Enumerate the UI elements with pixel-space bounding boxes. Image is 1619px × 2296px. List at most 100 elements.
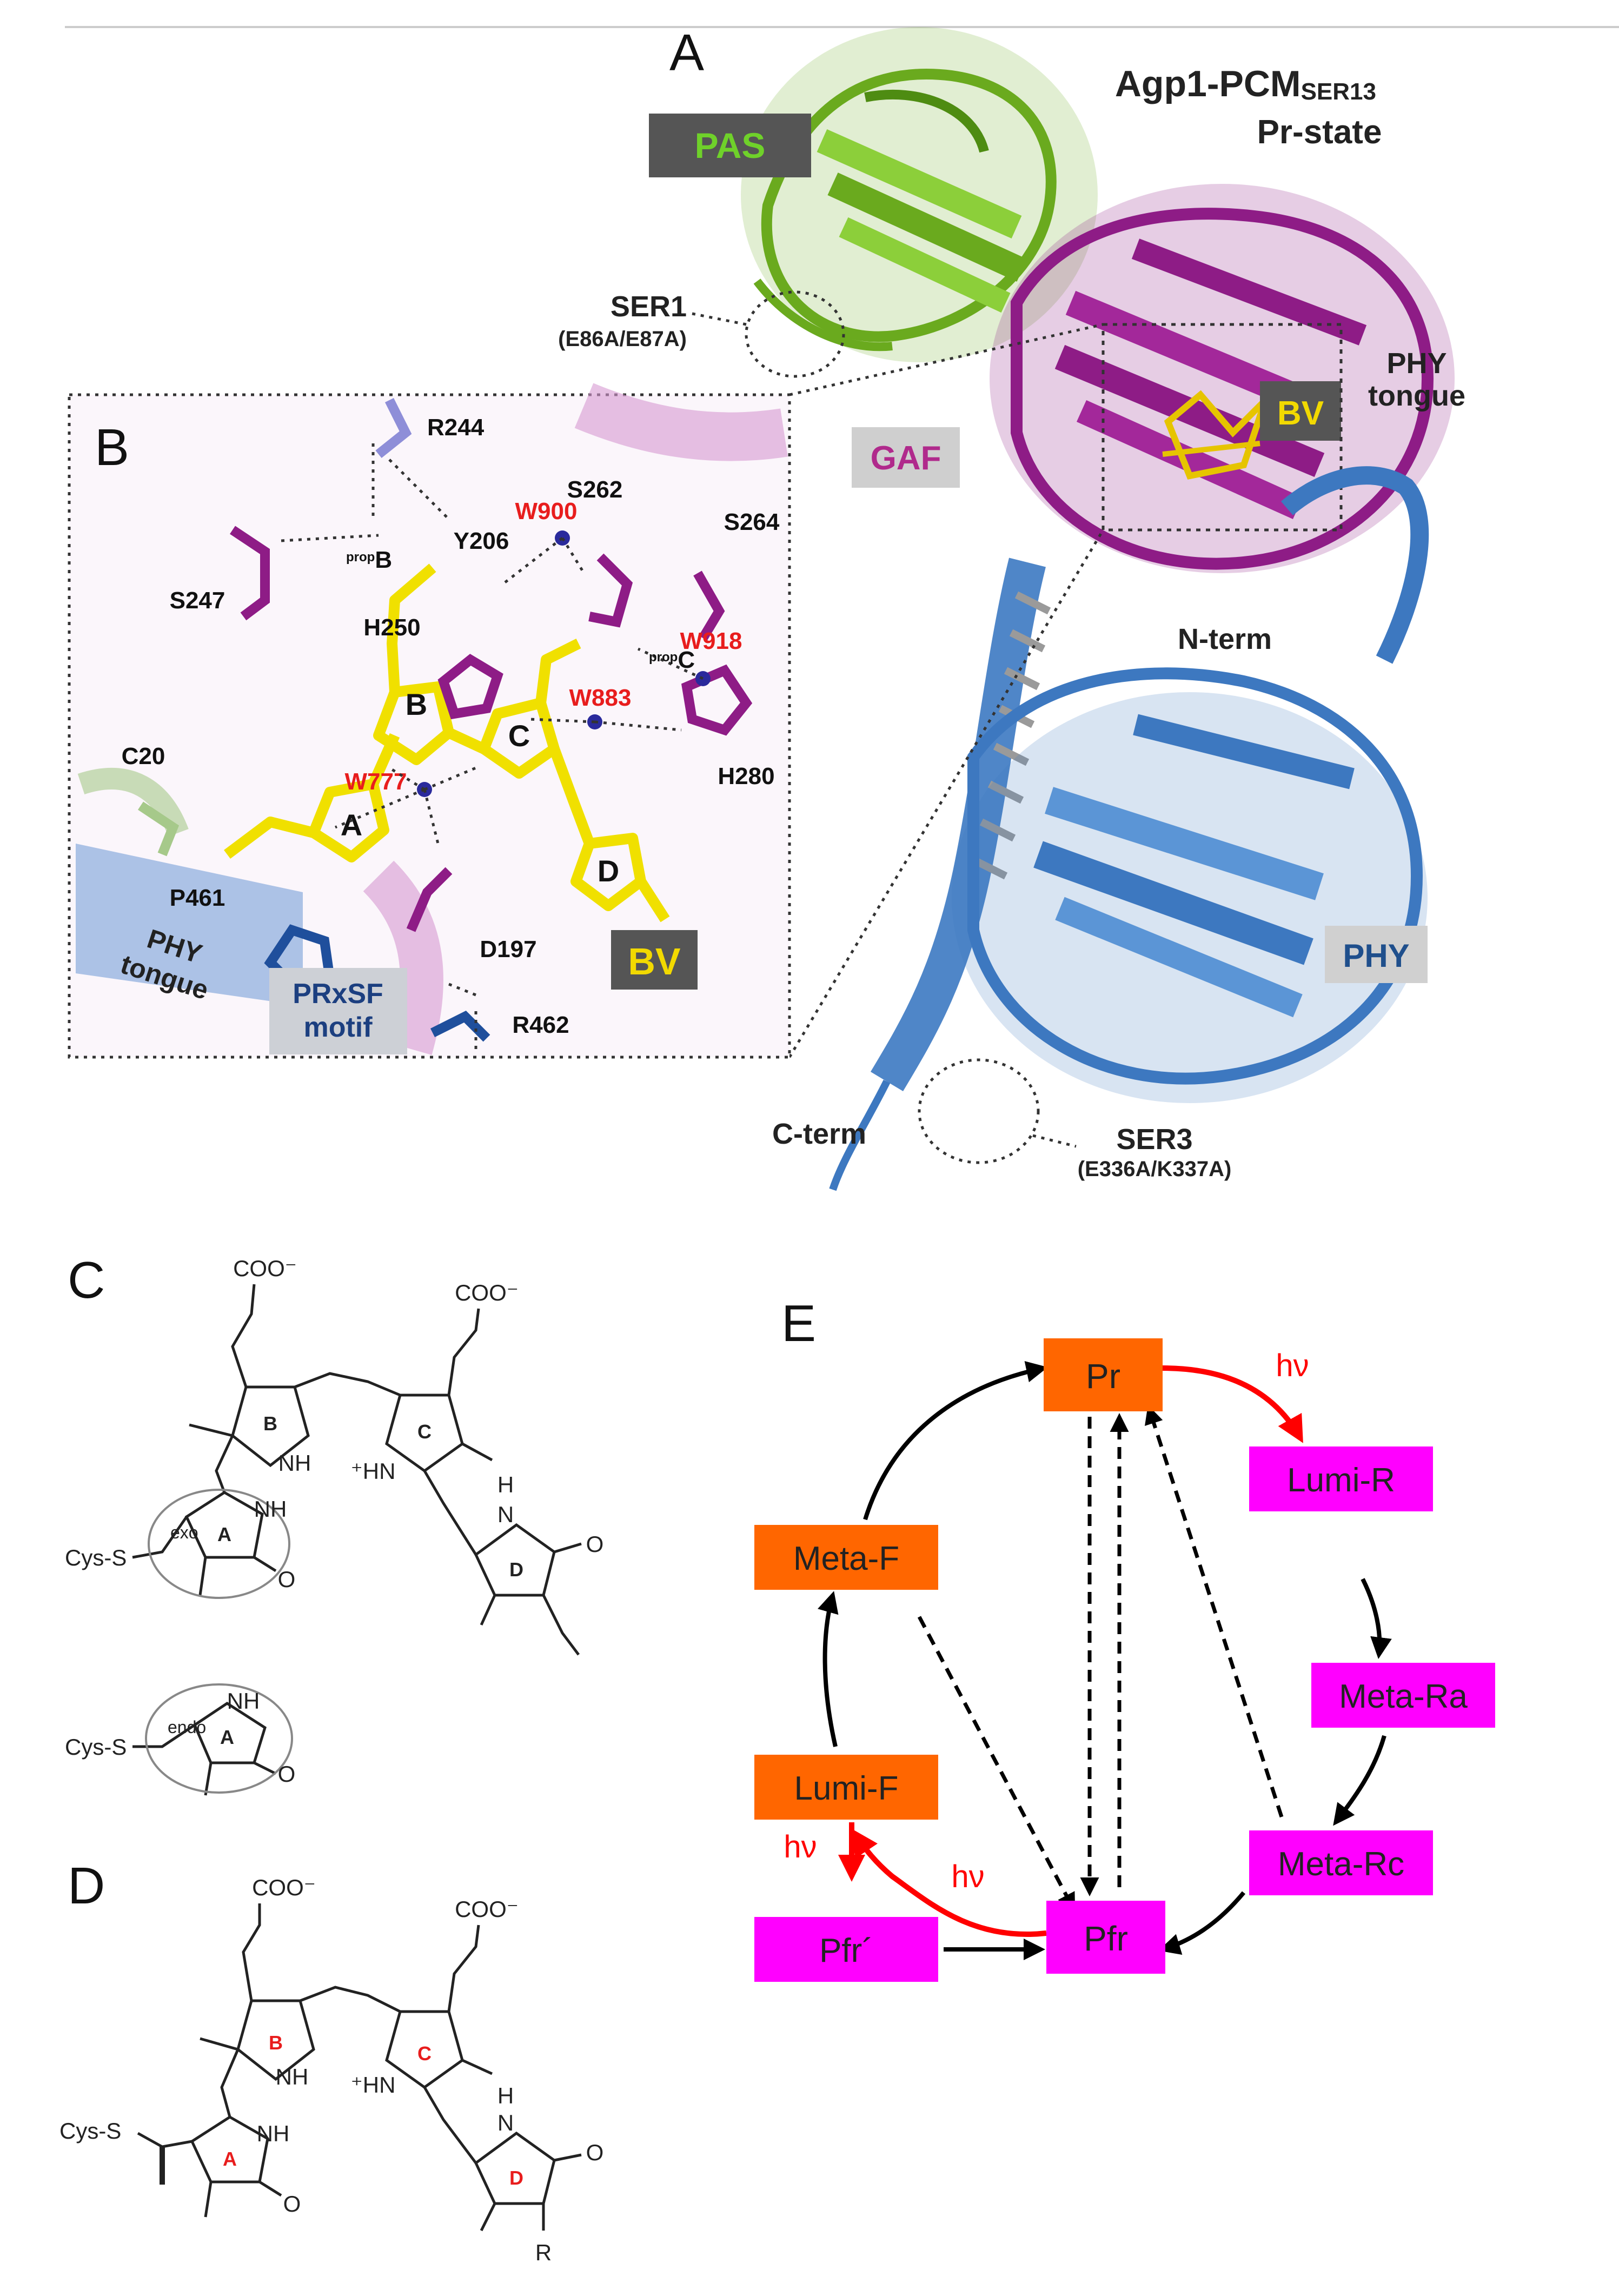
exo-label: exo xyxy=(170,1523,198,1542)
r462-label: R462 xyxy=(512,1012,569,1038)
ser3-mutation: (E336A/K337A) xyxy=(1078,1157,1232,1181)
arrow-meta-f-pr xyxy=(863,1361,1048,1521)
panel-b: B A B C D xyxy=(68,383,791,1059)
state-pfr-prime: Pfr´ xyxy=(819,1932,873,1969)
r244-label: R244 xyxy=(427,414,485,441)
residue-sticks xyxy=(138,397,753,1042)
hn-c-c: ⁺HN xyxy=(351,1458,396,1484)
water-labels: W900 W918 W883 W777 xyxy=(345,498,742,795)
ring-c-c: C xyxy=(417,1421,432,1443)
n-term-label: N-term xyxy=(1178,623,1272,655)
state-lumi-r-box xyxy=(1249,1446,1433,1511)
phy-label: PHY xyxy=(1343,938,1409,974)
o-a-c: O xyxy=(278,1567,296,1592)
h250-label: H250 xyxy=(363,614,420,641)
w918-label: W918 xyxy=(680,628,742,654)
state-pr: Pr xyxy=(1086,1357,1120,1396)
state-lumi-f-box xyxy=(754,1755,938,1820)
h-d-d: H xyxy=(497,2083,514,2108)
gaf-bg-helix xyxy=(363,860,443,1055)
pas-bg xyxy=(77,768,189,837)
ring-a-d: A xyxy=(223,2148,237,2170)
state-meta-ra: Meta-Ra xyxy=(1339,1678,1468,1715)
arrow-pr-lumi-r xyxy=(1162,1365,1303,1443)
ring-b-c: B xyxy=(263,1412,277,1435)
panel-d-text: COO⁻ COO⁻ NH ⁺HN NH O H N O Cys-S R B C … xyxy=(59,1875,603,2265)
ser3-label: SER3 xyxy=(1116,1123,1192,1156)
h280-label: H280 xyxy=(718,763,774,789)
hn-c-d: ⁺HN xyxy=(351,2072,396,2098)
arrow-lumi-f-meta-f xyxy=(817,1591,839,1747)
panel-d: D xyxy=(68,1857,582,2232)
ser1-circle xyxy=(745,290,845,378)
hv-pfr: hν xyxy=(951,1859,984,1894)
panel-e-letter: E xyxy=(781,1295,816,1352)
nh-a-c: NH xyxy=(254,1496,287,1522)
ser3-circle xyxy=(918,1058,1040,1164)
nh-a2-c: NH xyxy=(227,1688,260,1714)
o-d-d: O xyxy=(586,2140,604,2165)
bv-label-box xyxy=(1260,381,1341,441)
state-pfr-prime-box xyxy=(754,1917,938,1982)
photocycle-arrows xyxy=(817,1361,1392,1960)
gaf-domain-cartoon xyxy=(990,184,1455,573)
coo-2-d: COO⁻ xyxy=(455,1896,519,1922)
pas-domain-cartoon xyxy=(741,27,1098,362)
ring-b-label: B xyxy=(406,687,427,721)
residue-labels: R244 S262 S264 Y206 S247 H250 C20 H280 P… xyxy=(122,414,780,1038)
gaf-label-box xyxy=(852,427,960,488)
cys-s-2-c: Cys-S xyxy=(65,1734,127,1760)
state-pfr-box xyxy=(1046,1901,1165,1974)
state-meta-f-box xyxy=(754,1525,938,1590)
hv-pr: hν xyxy=(1276,1348,1309,1383)
ser1-leader xyxy=(692,312,747,326)
panel-d-letter: D xyxy=(68,1857,105,1915)
d197-label: D197 xyxy=(480,936,536,963)
y206-label: Y206 xyxy=(454,528,509,554)
hbond-lines xyxy=(281,443,704,1049)
ring-d-c: D xyxy=(509,1558,523,1581)
o-a-d: O xyxy=(283,2191,301,2217)
state-meta-ra-box xyxy=(1311,1663,1495,1728)
ring-a2-c: A xyxy=(220,1726,234,1748)
state-label: Pr-state xyxy=(1257,114,1382,151)
state-lumi-f: Lumi-F xyxy=(794,1770,899,1807)
h-d-c: H xyxy=(497,1472,514,1497)
coo-1-d: COO⁻ xyxy=(252,1875,316,1900)
c20-label: C20 xyxy=(122,743,165,769)
panel-c: C xyxy=(68,1251,582,1796)
gaf-bg-top xyxy=(574,383,788,461)
bv-ring-labels: A B C D xyxy=(341,687,619,888)
panel-e: E hν hν hν Pr Lumi-R Meta-Ra xyxy=(754,1295,1495,1982)
nh-b-d: NH xyxy=(276,2064,309,2089)
coo-2-c: COO⁻ xyxy=(455,1280,519,1305)
state-meta-rc: Meta-Rc xyxy=(1278,1846,1404,1883)
bv-label-b: BV xyxy=(628,940,681,983)
p461-label: P461 xyxy=(170,885,225,911)
arrow-meta-f-pfr xyxy=(917,1616,1076,1913)
coo-1-c: COO⁻ xyxy=(233,1256,297,1281)
zoom-line-top xyxy=(789,323,1104,396)
arrow-meta-rc-pfr xyxy=(1158,1891,1246,1955)
cys-s-d: Cys-S xyxy=(59,2118,121,2144)
w777-label: W777 xyxy=(345,768,407,795)
panel-c-letter: C xyxy=(68,1251,105,1309)
state-meta-f: Meta-F xyxy=(793,1540,899,1577)
structure-title: Agp1-PCMSER13 xyxy=(1115,63,1376,105)
motif-label-box xyxy=(269,968,407,1054)
r-group-d: R xyxy=(535,2240,552,2265)
prop-c-label: propC xyxy=(649,647,695,673)
ser1-label: SER1 xyxy=(611,290,687,323)
bv-label: BV xyxy=(1277,395,1324,432)
panel-c-text: COO⁻ COO⁻ NH ⁺HN NH H N O O Cys-S exo Cy… xyxy=(65,1256,603,1787)
nh-b-c: NH xyxy=(278,1450,311,1476)
phy-domain-cartoon xyxy=(952,667,1428,1103)
n-d-d: N xyxy=(497,2110,514,2135)
w883-label: W883 xyxy=(569,685,632,711)
phy-tongue-bg xyxy=(76,844,303,1006)
bv-label-box-b xyxy=(611,930,698,990)
ser3-leader xyxy=(1032,1134,1077,1148)
ser1-mutation: (E86A/E87A) xyxy=(558,327,687,351)
zoom-box xyxy=(1102,323,1343,532)
